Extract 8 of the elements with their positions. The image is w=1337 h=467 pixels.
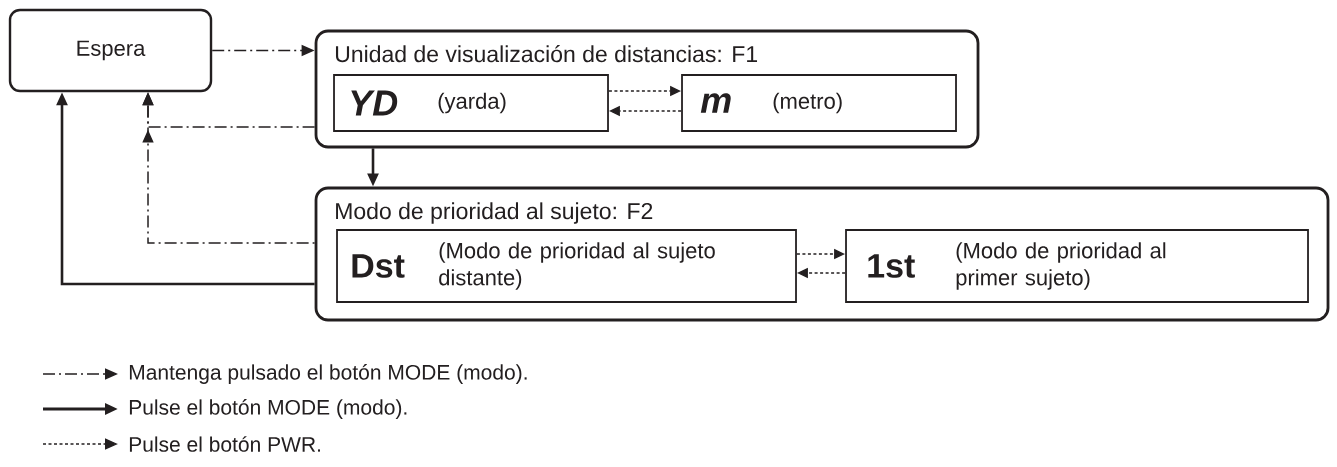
legend-text: Mantenga pulsado el botón MODE (modo).	[129, 364, 527, 384]
mode-box: YD (yarda)	[333, 74, 609, 132]
mode-box: 1st (Modo de prioridad al primer sujeto)	[845, 229, 1309, 303]
state-box: Espera	[8, 8, 213, 93]
mode-box: m (metro)	[681, 74, 957, 132]
legend-text: Pulse el botón MODE (modo).	[129, 399, 407, 419]
mode-box: Dst (Modo de prioridad al sujeto distante)	[336, 229, 797, 303]
legend-text: Pulse el botón PWR.	[129, 436, 320, 452]
